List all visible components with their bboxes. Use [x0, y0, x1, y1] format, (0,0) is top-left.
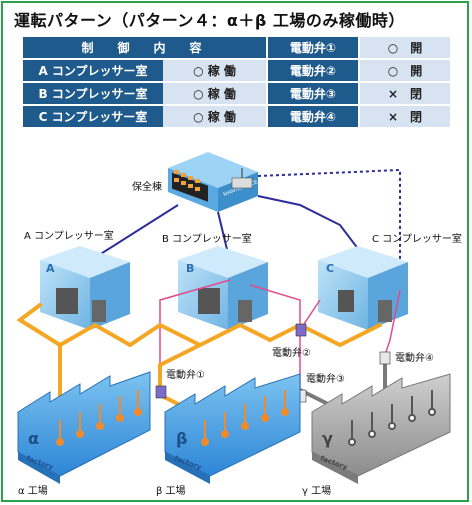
room-a-label: A コンプレッサー室 [24, 229, 114, 242]
room-c-label: C コンプレッサー室 [372, 232, 462, 245]
plant-diagram: MAINTENANCE BUILDING 保全棟 A B C A コンプレッサー… [16, 152, 462, 497]
room-label: B コンプレッサー室 [23, 83, 163, 104]
signal-line-v1 [159, 279, 231, 385]
factory-c-mark: γ [322, 429, 333, 448]
valve2-icon [295, 323, 307, 337]
valve-state: ○ 開 [359, 59, 451, 82]
page-title: 運転パターン（パターン４：α＋β 工場のみ稼働時） [14, 11, 405, 30]
valve-state: ○ 開 [359, 36, 451, 59]
valve-label: 電動弁③ [267, 82, 359, 105]
room-status: ○ 稼 働 [163, 83, 266, 104]
factory-b-label: β 工場 [156, 484, 186, 497]
air-pipe-to-valve1 [158, 343, 202, 392]
valve-label: 電動弁① [267, 36, 359, 59]
valve3-label: 電動弁③ [306, 372, 345, 385]
room-status: ○ 稼 働 [163, 106, 266, 127]
table-row: A コンプレッサー室 ○ 稼 働 電動弁② ○ 開 [22, 59, 451, 82]
valve-label: 電動弁② [267, 59, 359, 82]
network-line-a [87, 204, 179, 263]
factory-gamma: γ factory [311, 373, 451, 484]
room-c: C [318, 246, 408, 330]
table-header-row: 制 御 内 容 電動弁① ○ 開 [22, 36, 451, 59]
room-label: A コンプレッサー室 [23, 60, 163, 81]
svg-text:C: C [326, 262, 334, 275]
valve-state: × 閉 [359, 105, 451, 128]
valve1-icon [155, 385, 167, 399]
valve-state: × 閉 [359, 82, 451, 105]
valve-label: 電動弁④ [267, 105, 359, 128]
room-b-label: B コンプレッサー室 [162, 232, 252, 245]
control-table: 制 御 内 容 電動弁① ○ 開 A コンプレッサー室 ○ 稼 働 電動弁② ○… [22, 36, 451, 128]
valve1-label: 電動弁① [166, 368, 205, 381]
factory-b-mark: β [176, 429, 187, 448]
table-row: B コンプレッサー室 ○ 稼 働 電動弁③ × 閉 [22, 82, 451, 105]
building-label: 保全棟 [132, 180, 162, 193]
maintenance-building: MAINTENANCE BUILDING [168, 152, 282, 212]
svg-text:B: B [186, 262, 194, 275]
factory-beta: β factory [164, 373, 301, 484]
table-row: C コンプレッサー室 ○ 稼 働 電動弁④ × 閉 [22, 105, 451, 128]
room-b: B [178, 246, 268, 330]
network-line-dashed [257, 168, 401, 262]
room-a: A [40, 246, 130, 330]
signal-line-v2 [249, 284, 301, 325]
room-status: ○ 稼 働 [163, 60, 266, 81]
svg-text:A: A [46, 262, 55, 275]
factory-a-label: α 工場 [18, 484, 48, 497]
signal-line-v4 [384, 289, 401, 356]
network-line-c [257, 195, 369, 263]
valve4-icon [379, 351, 391, 365]
factory-alpha: α factory [17, 371, 151, 484]
room-label: C コンプレッサー室 [23, 106, 163, 127]
factory-c-label: γ 工場 [302, 484, 331, 497]
valve4-label: 電動弁④ [395, 351, 434, 364]
air-pipe-main [16, 303, 272, 348]
factory-a-mark: α [28, 429, 39, 448]
header-control: 制 御 内 容 [22, 36, 267, 59]
air-pipe-east [268, 322, 382, 348]
valve2-label: 電動弁② [272, 346, 311, 359]
